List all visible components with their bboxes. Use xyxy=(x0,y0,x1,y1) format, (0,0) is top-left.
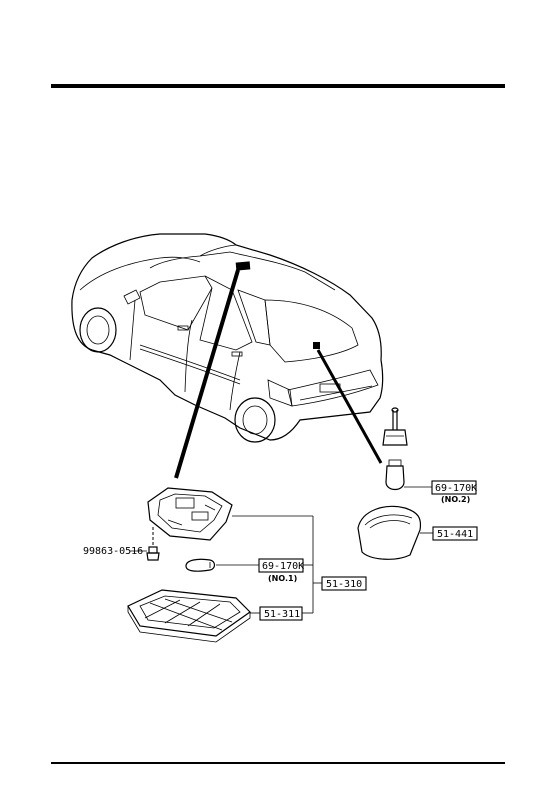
label-lens: 51-311 xyxy=(259,606,303,621)
room-lamp-location-mark xyxy=(235,261,251,271)
lens-part-number: 51-311 xyxy=(264,609,300,620)
lens-cover-part-number: 51-441 xyxy=(437,529,473,540)
label-bulb-no1: 69-170K (NO.1) xyxy=(258,558,304,583)
bulb-no1-icon xyxy=(185,558,216,572)
luggage-lamp-pointer xyxy=(316,349,383,464)
car-illustration xyxy=(71,233,384,443)
room-lamp-pointer xyxy=(174,269,240,479)
screw-part-number: 99863-0516 xyxy=(83,546,143,557)
label-assembly: 51-310 xyxy=(321,576,367,591)
lens-cover-icon xyxy=(357,505,422,560)
label-bulb-no2: 69-170K (NO.2) xyxy=(431,480,477,504)
bulb-no1-note: (NO.1) xyxy=(268,574,297,583)
top-rule xyxy=(51,84,505,88)
room-lamp-lens-icon xyxy=(127,589,251,643)
bulb-no2-icon xyxy=(385,459,405,491)
assembly-part-number: 51-310 xyxy=(326,579,362,590)
bulb-no2-note: (NO.2) xyxy=(441,495,470,504)
room-lamp-housing-icon xyxy=(147,487,233,541)
label-lens-cover: 51-441 xyxy=(432,526,478,541)
screw-icon xyxy=(146,527,160,561)
bulb-no2-part-number: 69-170K xyxy=(435,483,477,494)
luggage-lamp-location-mark xyxy=(313,342,320,349)
luggage-lamp-socket xyxy=(382,407,408,446)
bulb-no1-part-number: 69-170K xyxy=(262,561,304,572)
